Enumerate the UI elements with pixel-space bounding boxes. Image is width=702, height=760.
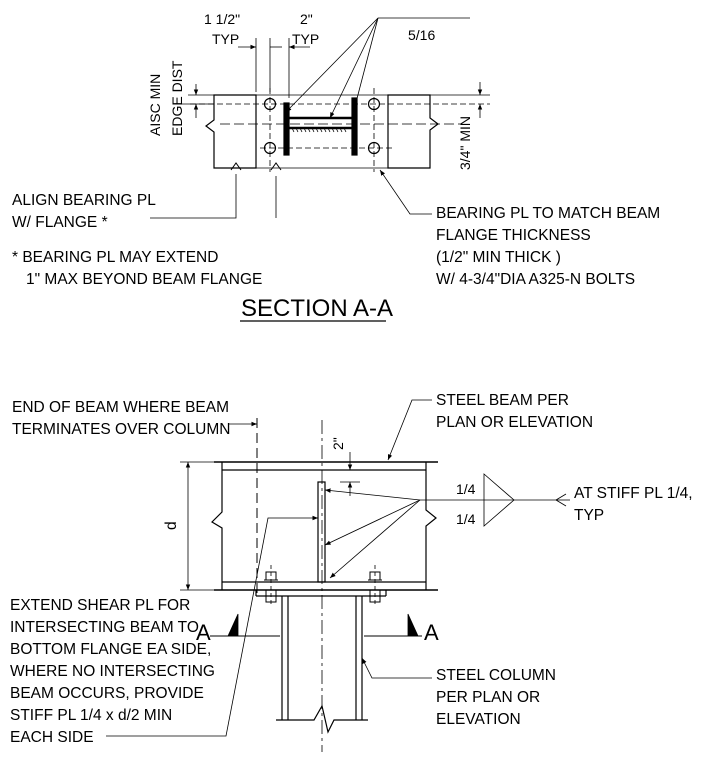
bolt-icon [367,97,381,111]
note-shear-line: BOTTOM FLANGE EA SIDE, [10,641,211,658]
note-beam-1: STEEL BEAM PER [436,392,569,409]
note-bearing-2: FLANGE THICKNESS [436,227,591,244]
right-flange-piece [387,94,439,169]
weld-hatch [291,127,347,133]
note-bearing-4: W/ 4-3/4"DIA A325-N BOLTS [436,271,635,288]
section-aa-text: 1 1/2" TYP 2" TYP 5/16 AISC MIN EDGE DIS… [12,11,660,322]
note-column-2: PER PLAN OR [436,689,540,706]
note-end-2: TERMINATES OVER COLUMN [12,421,230,438]
bolt-icon [367,141,381,155]
beam-outline-right [425,462,437,590]
left-flange-piece [205,94,257,169]
beam-outline-left [211,462,223,590]
section-mark-left: A [196,620,211,645]
note-column-3: ELEVATION [436,711,521,728]
note-shear-line: BEAM OCCURS, PROVIDE [10,685,204,702]
vert-3-4-min: 3/4" MIN [457,116,473,170]
note-end-1: END OF BEAM WHERE BEAM [12,399,229,416]
note-shear-line: EACH SIDE [10,729,94,746]
column-break-line [276,704,368,734]
dim-d: d [163,521,180,530]
section-cut-left-icon [227,613,239,637]
note-shear-line: INTERSECTING BEAM TO [10,619,199,636]
note-bearing-3: (1/2" MIN THICK ) [436,249,561,266]
dim-1-1-2: 1 1/2" [204,11,240,27]
note-align-2: W/ FLANGE * [12,214,108,231]
vert-aisc-min: AISC MIN [147,74,163,136]
stiffener-plate [317,481,326,583]
section-mark-right: A [424,620,439,645]
note-column-1: STEEL COLUMN [436,667,556,684]
dim-typ-right: TYP [292,31,319,47]
weld-top: 1/4 [456,481,476,497]
elevation-text: END OF BEAM WHERE BEAM TERMINATES OVER C… [10,392,693,746]
dim-2in: 2" [300,11,313,27]
note-stiff-2: TYP [574,507,604,524]
note-shear-line: EXTEND SHEAR PL FOR [10,597,190,614]
beam-flange-left [283,102,290,156]
note-shear-line: STIFF PL 1/4 x d/2 MIN [10,707,172,724]
section-cut-right-icon [407,613,419,637]
note-extend-1: * BEARING PL MAY EXTEND [12,249,218,266]
note-align-1: ALIGN BEARING PL [12,192,156,209]
bolt-icon [263,141,277,155]
note-shear-line: WHERE NO INTERSECTING [10,663,215,680]
dim-2in-elev: 2" [330,437,346,450]
weld-size-5-16: 5/16 [408,27,435,43]
elevation [106,399,570,752]
note-stiff-1: AT STIFF PL 1/4, [574,485,693,502]
weld-tail-icon [483,473,515,527]
weld-bottom: 1/4 [456,511,476,527]
vert-edge-dist: EDGE DIST [169,60,185,136]
section-aa [150,17,490,322]
note-beam-2: PLAN OR ELEVATION [436,414,593,431]
note-extend-2: 1" MAX BEYOND BEAM FLANGE [26,271,262,288]
dim-typ-left: TYP [212,31,239,47]
bolt-icon [263,97,277,111]
section-title: SECTION A-A [241,295,393,322]
beam-flange-right [351,97,358,156]
note-bearing-1: BEARING PL TO MATCH BEAM [436,205,660,222]
